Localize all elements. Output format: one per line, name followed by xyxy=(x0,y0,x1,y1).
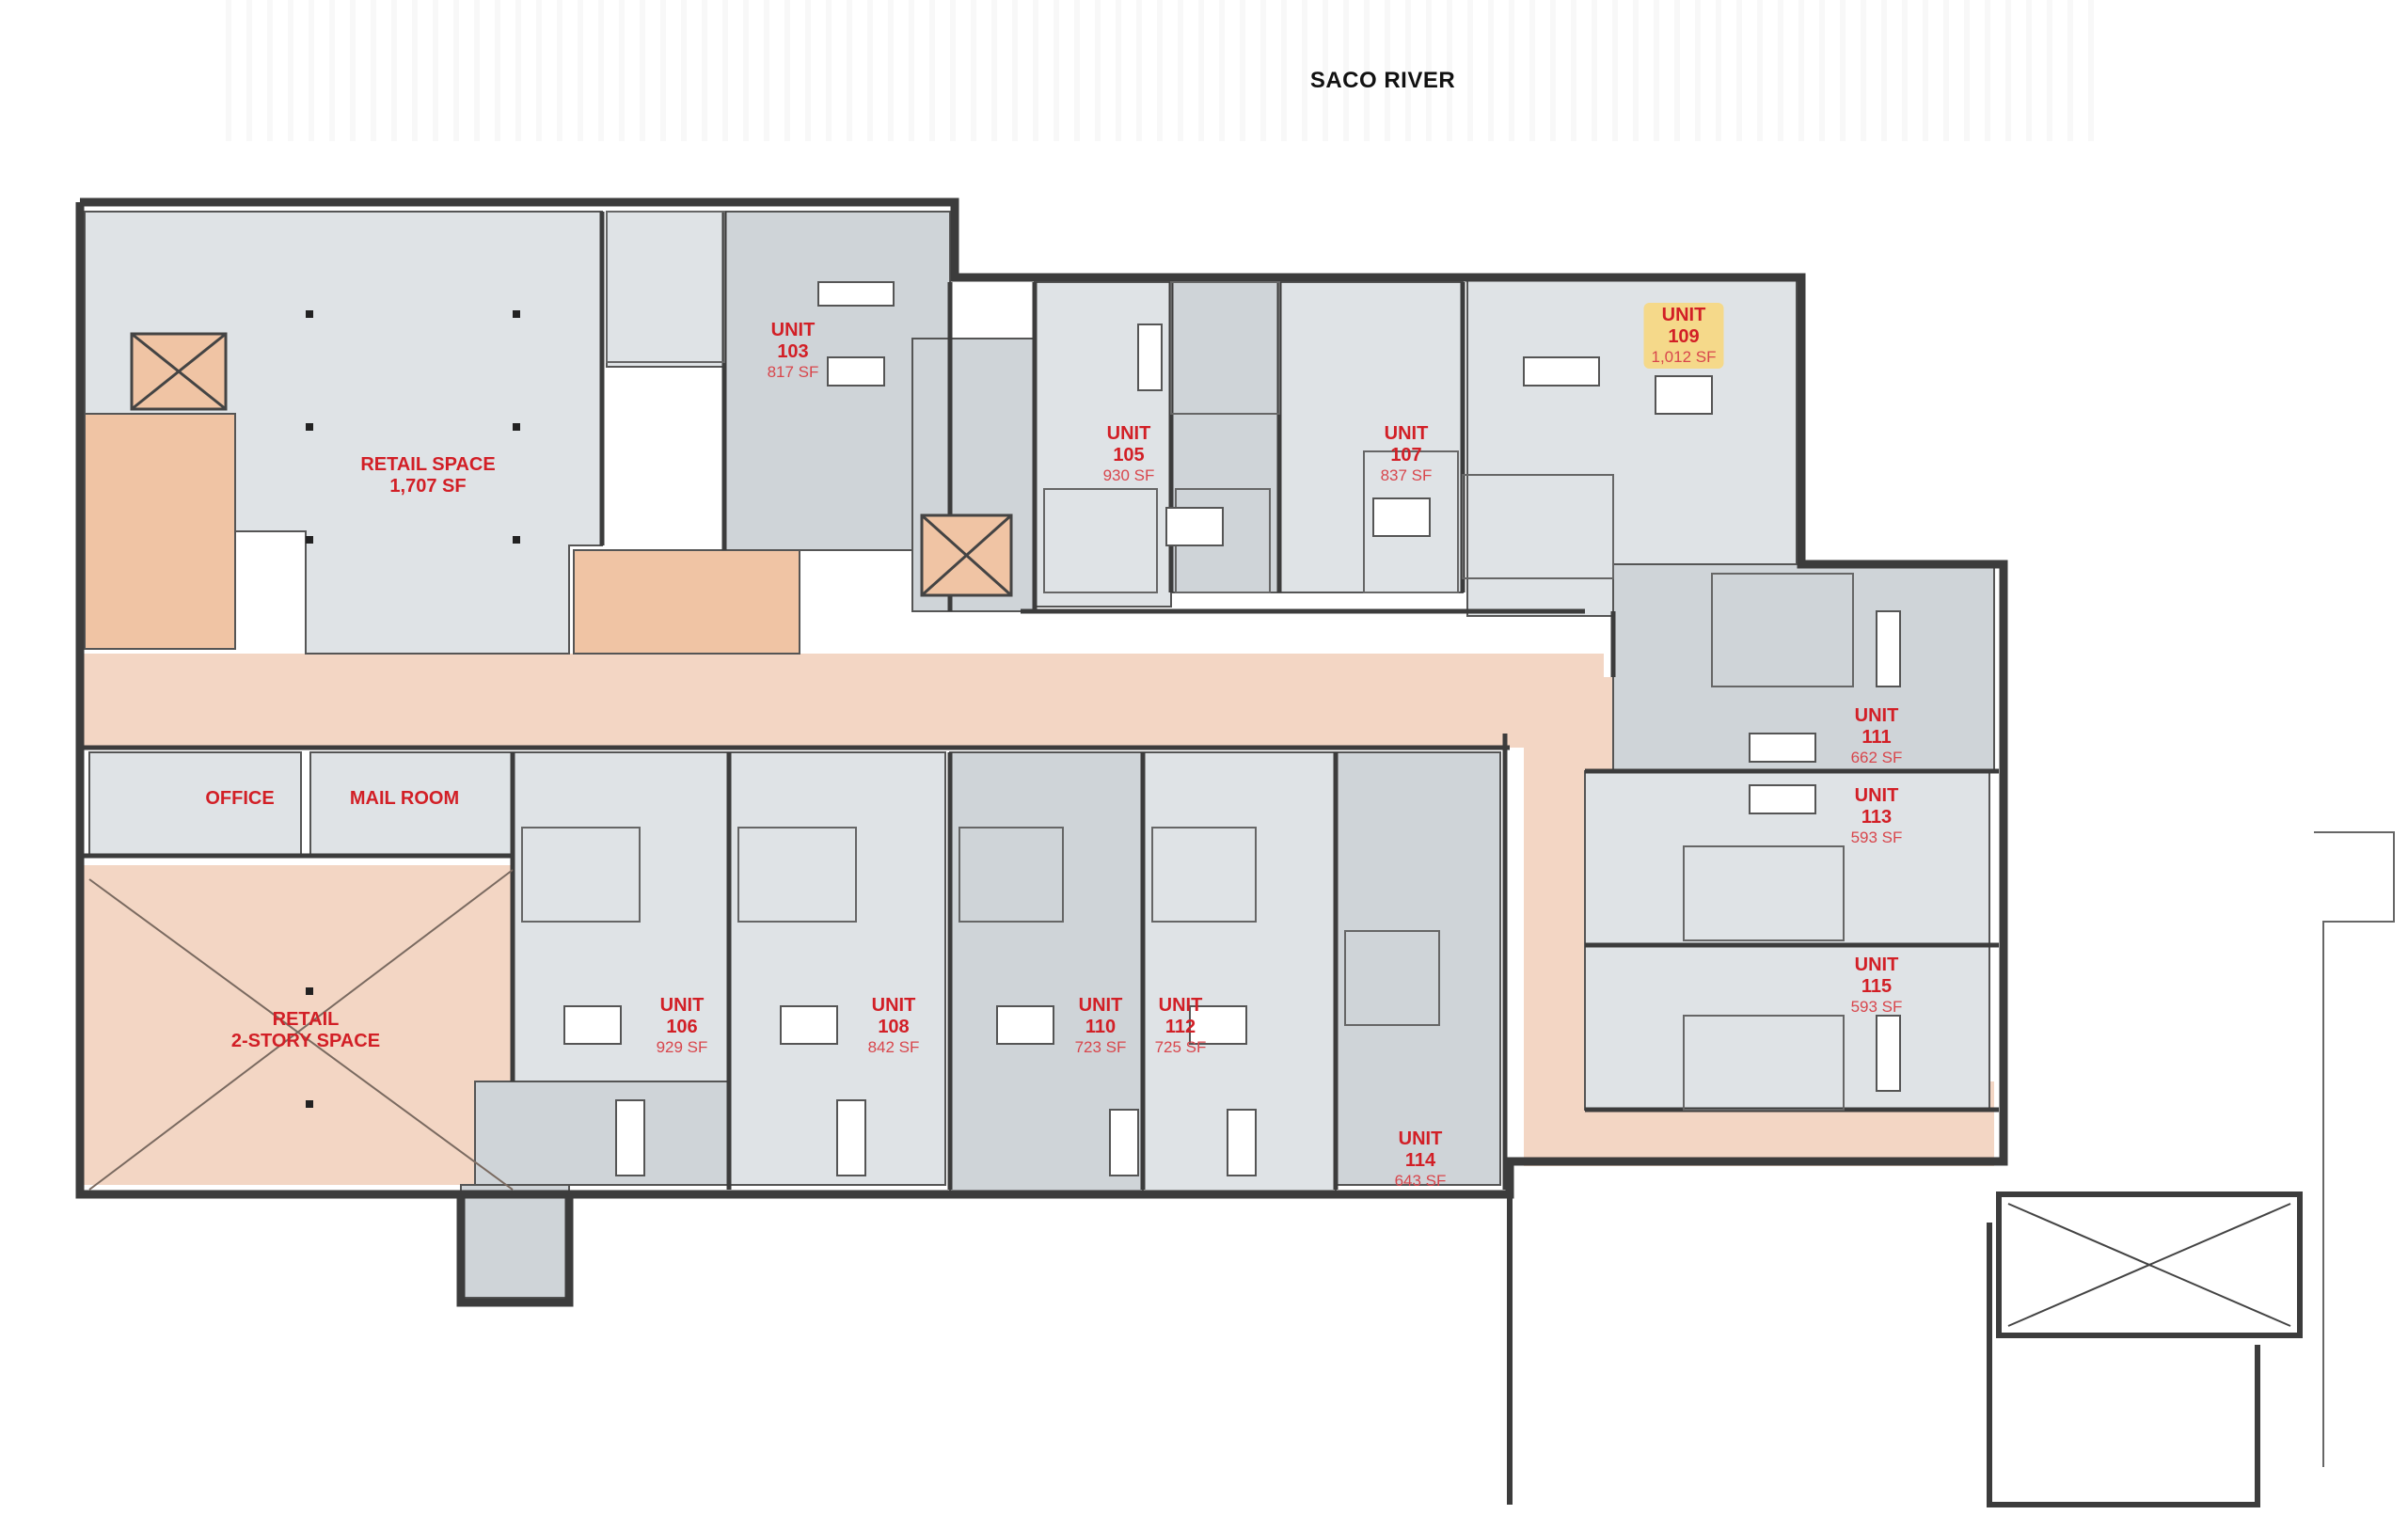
unit-103-label: UNIT 103 817 SF xyxy=(767,320,819,381)
kitchen-counters xyxy=(563,356,1816,1045)
retail-2story-line2: 2-STORY SPACE xyxy=(230,1031,381,1051)
unit-108-label: UNIT 108 842 SF xyxy=(867,995,920,1056)
elevator-shafts xyxy=(130,332,1013,597)
faint-watermark-band xyxy=(226,0,2107,141)
unit-112-label: UNIT 112 725 SF xyxy=(1154,995,1207,1056)
retail-space-label: RETAIL SPACE 1,707 SF xyxy=(360,454,495,497)
detached-stair-structure xyxy=(1507,1166,2303,1507)
open-to-below-lines xyxy=(88,869,514,1191)
columns xyxy=(306,310,520,1108)
unit-115-label: UNIT 115 593 SF xyxy=(1850,955,1903,1016)
retail-2story-label: RETAIL 2-STORY SPACE xyxy=(231,1009,380,1052)
sofas xyxy=(615,281,1901,1176)
unit-113-label: UNIT 113 593 SF xyxy=(1850,785,1903,846)
unit-105-label: UNIT 105 930 SF xyxy=(1102,423,1155,484)
stair-shaft-x xyxy=(2007,1203,2291,1327)
river-label: SACO RIVER xyxy=(1309,68,1456,93)
unit-106-label: UNIT 106 929 SF xyxy=(656,995,708,1056)
unit-111-label: UNIT 111 662 SF xyxy=(1850,705,1903,766)
retail-2story-line1: RETAIL xyxy=(272,1009,340,1030)
outline-right xyxy=(2314,831,2395,1467)
mail-room-label: MAIL ROOM xyxy=(349,788,460,809)
room-partitions xyxy=(521,211,1854,1111)
office-label: OFFICE xyxy=(205,788,275,809)
unit-109-label: UNIT 109 1,012 SF xyxy=(1643,303,1724,369)
retail-space-name: RETAIL SPACE xyxy=(360,454,496,475)
unit-110-label: UNIT 110 723 SF xyxy=(1074,995,1127,1056)
retail-space-area: 1,707 SF xyxy=(389,476,467,497)
exterior-walls xyxy=(75,197,2008,1307)
unit-114-label: UNIT 114 643 SF xyxy=(1394,1128,1447,1190)
unit-107-label: UNIT 107 837 SF xyxy=(1380,423,1433,484)
